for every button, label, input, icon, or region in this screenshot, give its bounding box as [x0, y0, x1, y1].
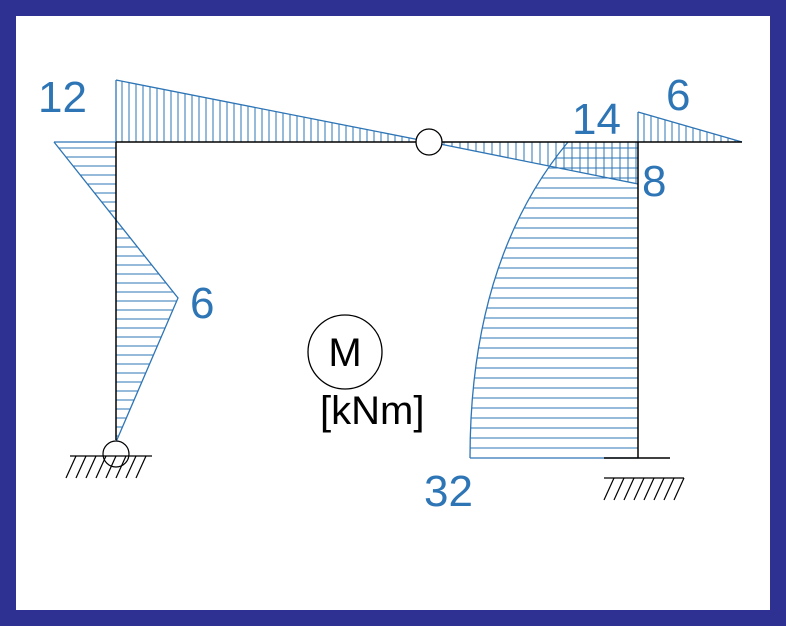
ground-hatch-stroke: [643, 477, 655, 501]
value-label-6-cantilever: 6: [666, 71, 690, 120]
ground-hatch-right: [603, 477, 685, 501]
quantity-symbol: M: [328, 331, 361, 375]
diagram-canvas: M [kNm] 12 6 14 8 6 32: [16, 16, 770, 610]
column-left-moment-outline: [53, 141, 179, 443]
bending-moment-diagram: M [kNm] 12 6 14 8 6 32: [38, 71, 743, 516]
frame-structure: [115, 141, 742, 459]
pinned-support: [65, 440, 152, 479]
cantilever-moment-outline: [637, 111, 743, 143]
ground-hatch-stroke: [75, 455, 87, 479]
value-label-12: 12: [38, 73, 87, 122]
value-label-6-column: 6: [190, 279, 214, 328]
moment-outlines: [53, 79, 743, 459]
ground-hatch-stroke: [95, 455, 107, 479]
internal-hinge: [415, 128, 443, 156]
quantity-symbol-circle: [307, 314, 383, 390]
value-label-32: 32: [424, 467, 473, 516]
ground-hatch-stroke: [623, 477, 635, 501]
ground-hatch-stroke: [663, 477, 675, 501]
ground-hatch-stroke: [85, 455, 97, 479]
value-label-8: 8: [642, 157, 666, 206]
ground-hatch-stroke: [673, 477, 685, 501]
beam-left-moment-outline: [115, 79, 431, 143]
value-label-14: 14: [572, 95, 621, 144]
ground-hatch-stroke: [135, 455, 147, 479]
ground-hatch-left: [65, 455, 147, 479]
column-right-moment-curve: [469, 141, 569, 459]
ground-hatch-stroke: [653, 477, 665, 501]
ground-hatch-stroke: [65, 455, 77, 479]
ground-hatch-stroke: [613, 477, 625, 501]
fixed-support: [603, 477, 685, 501]
pin-joint: [102, 440, 130, 468]
ground-hatch-stroke: [105, 455, 117, 479]
ground-hatch-stroke: [125, 455, 137, 479]
unit-label: [kNm]: [320, 389, 424, 433]
ground-hatch-stroke: [603, 477, 615, 501]
moment-hatching: [58, 81, 736, 449]
beam-right-moment-outline: [429, 141, 639, 185]
ground-hatch-stroke: [115, 455, 127, 479]
ground-hatch-stroke: [633, 477, 645, 501]
